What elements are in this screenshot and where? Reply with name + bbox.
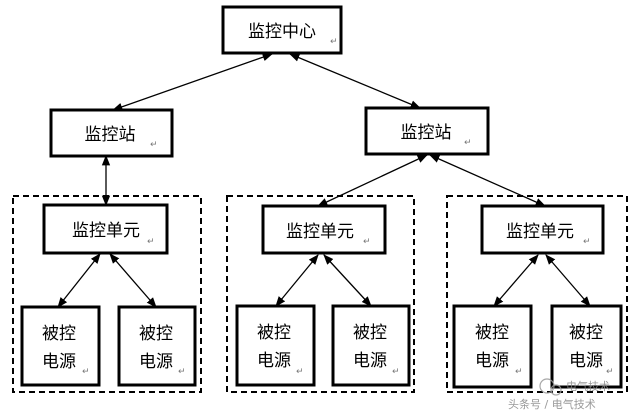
edge-unit-2-power-2b [323,254,372,307]
node-power-1b: 被控 电源 ↵ [117,305,197,387]
node-power-3b: 被控 电源 ↵ [550,304,623,389]
node-unit-3: 监控单元 ↵ [480,204,605,255]
paragraph-mark: ↵ [392,367,400,377]
node-station-left: 监控站 ↵ [49,108,174,158]
node-label-line2: 电源 [42,352,76,372]
paragraph-mark: ↵ [363,237,371,247]
edge-unit-1-power-1a [57,253,101,308]
node-label-line2: 电源 [257,351,291,371]
edge-unit-3-power-3a [493,254,539,307]
paragraph-mark: ↵ [147,237,155,247]
node-label-line1: 被控 [569,323,603,343]
edge-center-station-right [289,53,421,109]
paragraph-mark: ↵ [330,37,338,47]
node-unit-1: 监控单元 ↵ [42,203,169,255]
watermark: 电气技术 头条号 / 电气技术 [508,378,610,411]
node-label-line1: 被控 [475,323,509,343]
node-label-line1: 被控 [257,323,291,343]
node-power-1a: 被控 电源 ↵ [20,305,101,387]
paragraph-mark: ↵ [583,237,591,247]
paragraph-mark: ↵ [150,140,158,150]
paragraph-mark: ↵ [515,367,523,377]
edge-unit-2-power-2a [275,254,319,307]
wechat-logo-icon [539,378,562,396]
watermark-line2: 头条号 / 电气技术 [508,397,596,411]
node-label-line1: 被控 [139,324,173,344]
edge-station-right-unit-3 [429,154,546,207]
node-power-2a: 被控 电源 ↵ [235,304,316,387]
node-label: 监控单元 [286,222,354,242]
node-unit-2: 监控单元 ↵ [261,204,387,255]
node-monitoring-center: 监控中心 ↵ [221,5,343,55]
paragraph-mark: ↵ [296,367,304,377]
node-label: 监控单元 [72,221,140,241]
paragraph-mark: ↵ [606,367,614,377]
node-label: 监控单元 [506,222,574,242]
node-label-line2: 电源 [569,351,603,371]
node-power-3a: 被控 电源 ↵ [452,304,533,389]
node-label-line2: 电源 [353,351,387,371]
node-station-right: 监控站 ↵ [364,106,490,156]
connectors [57,53,591,308]
node-label-line2: 电源 [475,351,509,371]
node-label-line2: 电源 [139,352,173,372]
node-label: 监控站 [85,125,136,145]
paragraph-mark: ↵ [82,367,90,377]
node-label-line1: 被控 [353,323,387,343]
node-label: 监控中心 [248,22,316,42]
paragraph-mark: ↵ [464,138,472,148]
paragraph-mark: ↵ [178,367,186,377]
watermark-line1: 电气技术 [566,379,610,393]
node-power-2b: 被控 电源 ↵ [331,304,411,387]
node-label: 监控站 [401,123,452,143]
edge-center-station-left [112,53,273,111]
edge-station-right-unit-2 [317,154,428,207]
edge-unit-1-power-1b [109,253,157,308]
edge-unit-3-power-3b [545,254,591,307]
node-label-line1: 被控 [42,324,76,344]
